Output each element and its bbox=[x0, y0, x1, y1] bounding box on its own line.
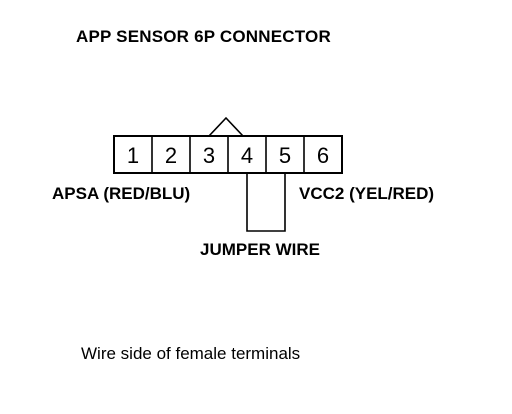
terminal-2: 2 bbox=[165, 143, 177, 168]
apsa-label: APSA (RED/BLU) bbox=[52, 184, 191, 203]
terminal-1: 1 bbox=[127, 143, 139, 168]
terminal-numbers: 1 2 3 4 5 6 bbox=[127, 143, 329, 168]
jumper-wire bbox=[246, 173, 286, 232]
terminal-6: 6 bbox=[317, 143, 329, 168]
terminal-3: 3 bbox=[203, 143, 215, 168]
vcc2-label: VCC2 (YEL/RED) bbox=[299, 184, 435, 203]
terminal-4: 4 bbox=[241, 143, 253, 168]
diagram-title: APP SENSOR 6P CONNECTOR bbox=[76, 27, 331, 46]
view-caption: Wire side of female terminals bbox=[81, 344, 301, 363]
terminal-5: 5 bbox=[279, 143, 291, 168]
jumper-wire-label: JUMPER WIRE bbox=[200, 240, 320, 259]
terminal-dividers bbox=[151, 136, 305, 173]
connector-lock-tab bbox=[208, 116, 244, 137]
